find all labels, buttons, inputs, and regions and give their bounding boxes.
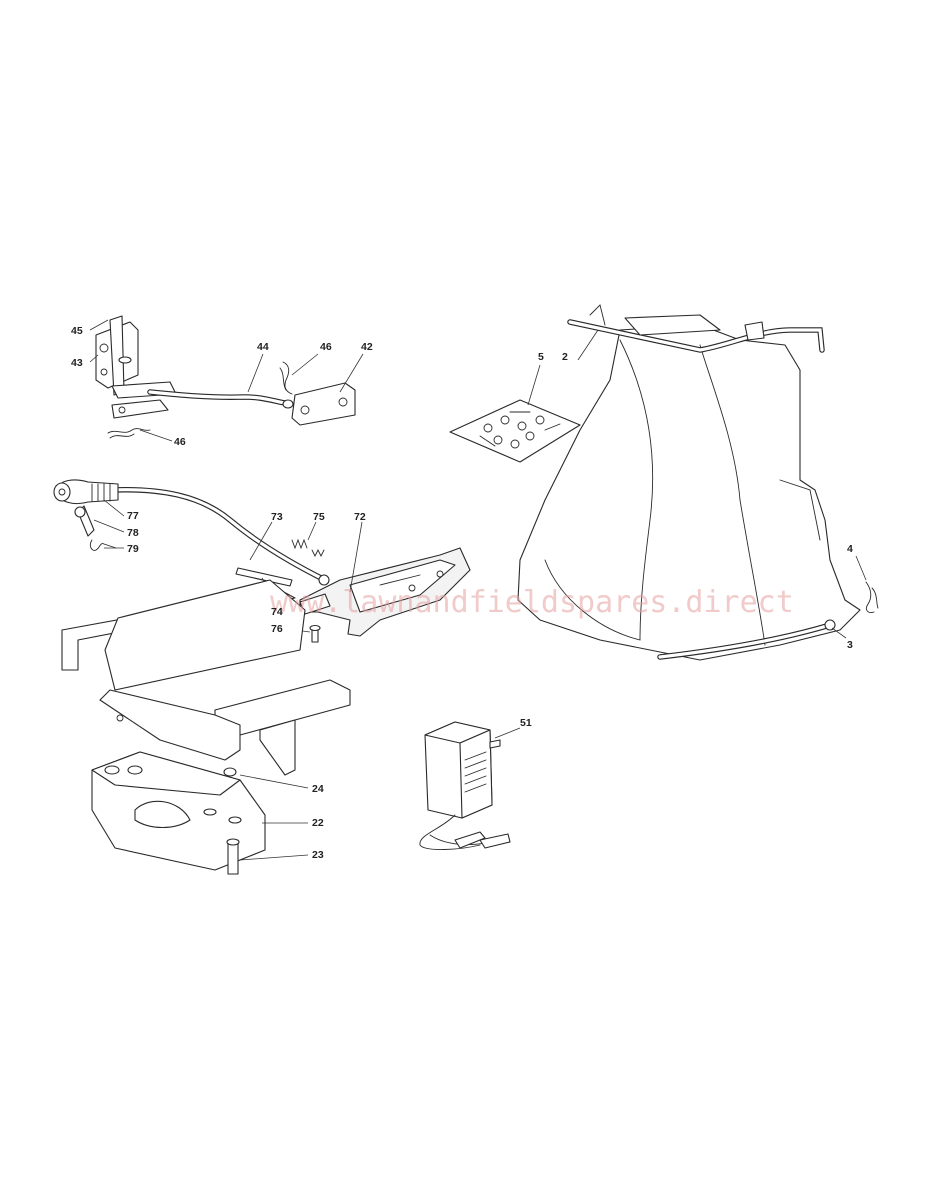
callout-72: 72 bbox=[354, 511, 366, 523]
callout-78: 78 bbox=[127, 527, 139, 539]
callout-45: 45 bbox=[71, 325, 83, 337]
leader-lines-housing bbox=[239, 774, 309, 861]
leader-51 bbox=[494, 727, 521, 739]
callout-3: 3 bbox=[847, 639, 853, 651]
callout-5: 5 bbox=[538, 351, 544, 363]
callout-24: 24 bbox=[312, 783, 324, 795]
callout-labels: 45 43 44 46 42 46 77 78 79 73 75 72 74 7… bbox=[71, 325, 853, 861]
grass-catcher-assembly bbox=[449, 304, 879, 661]
callout-76: 76 bbox=[271, 623, 283, 635]
callout-22: 22 bbox=[312, 817, 324, 829]
frame-and-housing bbox=[61, 579, 351, 875]
callout-77: 77 bbox=[127, 510, 139, 522]
callout-43: 43 bbox=[71, 357, 83, 369]
leader-lines-catcher bbox=[527, 329, 867, 639]
leader-lines-linkage bbox=[89, 319, 364, 442]
callout-4: 4 bbox=[847, 543, 853, 555]
callout-42: 42 bbox=[361, 341, 373, 353]
watermark-text: www.lawnandfieldspares.direct bbox=[270, 585, 794, 620]
callout-46-lower: 46 bbox=[174, 436, 186, 448]
callout-79: 79 bbox=[127, 543, 139, 555]
callout-23: 23 bbox=[312, 849, 324, 861]
hardware-bag-contents bbox=[479, 411, 561, 449]
battery-charger bbox=[419, 721, 511, 850]
cutting-height-lever-assembly bbox=[53, 479, 471, 643]
callout-51: 51 bbox=[520, 717, 532, 729]
callout-44: 44 bbox=[257, 341, 269, 353]
callout-74: 74 bbox=[271, 606, 283, 618]
callout-73: 73 bbox=[271, 511, 283, 523]
callout-46-upper: 46 bbox=[320, 341, 332, 353]
charger-vent-lines bbox=[464, 751, 487, 793]
callout-75: 75 bbox=[313, 511, 325, 523]
lift-linkage-assembly bbox=[95, 315, 356, 439]
callout-2: 2 bbox=[562, 351, 568, 363]
